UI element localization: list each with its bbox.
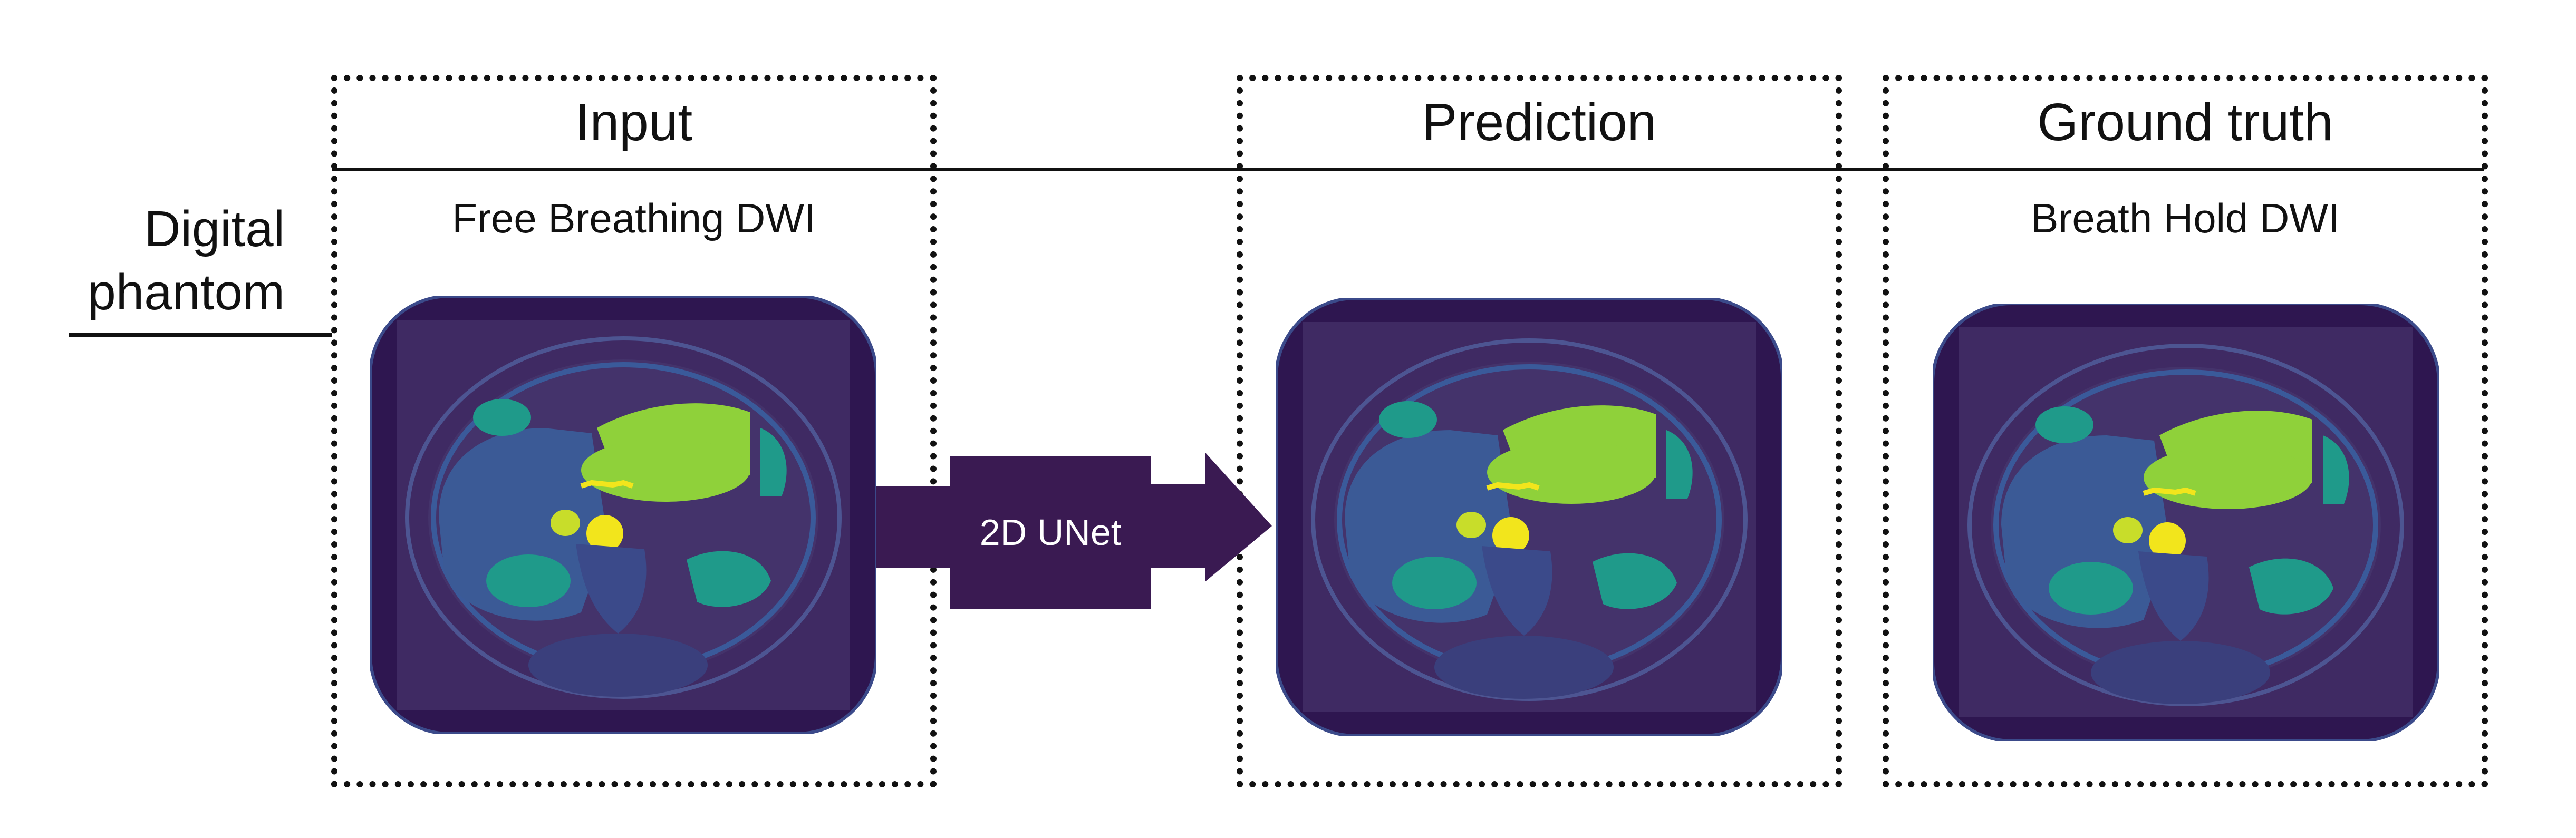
ground-truth-panel-frame — [1883, 75, 2488, 787]
ground-truth-subtitle: Breath Hold DWI — [2031, 195, 2340, 241]
input-subtitle: Free Breathing DWI — [452, 195, 816, 241]
header-divider — [332, 168, 2484, 171]
ground-truth-title: Ground truth — [2037, 93, 2333, 152]
row-label-underline — [69, 333, 332, 337]
row-label-line1: Digital — [144, 201, 285, 257]
arrow-label-block — [950, 456, 1151, 609]
input-title: Input — [575, 93, 693, 152]
arrow-shaft-left — [876, 486, 950, 568]
prediction-title: Prediction — [1422, 93, 1657, 152]
arrow-head — [1151, 452, 1272, 582]
prediction-panel-frame — [1237, 75, 1842, 787]
input-panel-frame — [331, 75, 937, 787]
row-label-line2: phantom — [88, 264, 285, 320]
arrow-label: 2D UNet — [979, 512, 1122, 553]
row-label: Digital phantom — [32, 198, 285, 324]
